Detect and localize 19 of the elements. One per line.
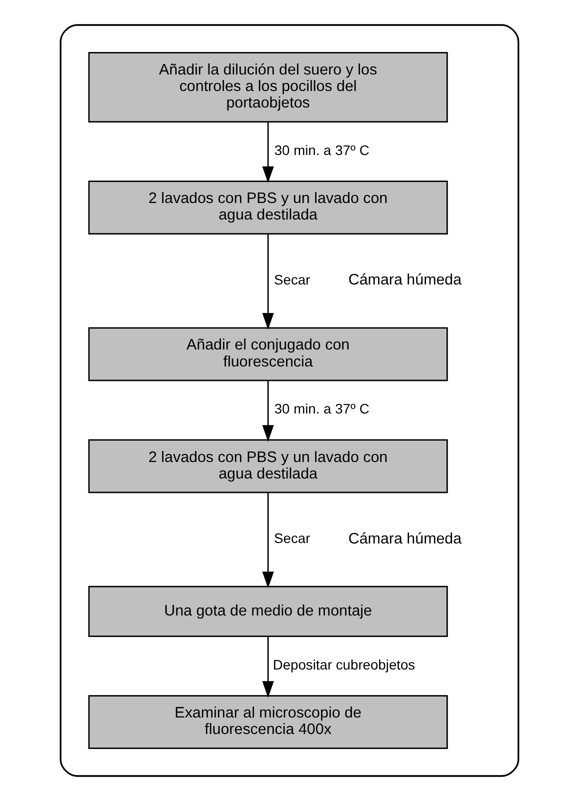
arrow — [262, 380, 274, 442]
node-box: 2 lavados con PBS y un lavado con agua destilada — [88, 180, 448, 235]
node-box: Añadir el conjugado con fluorescencia — [88, 327, 448, 382]
node-box: Añadir la dilución del suero y los controles a los pocillos del portaobjetos — [88, 52, 448, 122]
arrow — [262, 122, 274, 184]
cluster — [60, 24, 520, 777]
label: Cámara húmeda — [348, 530, 462, 548]
edge-label: 30 min. a 37º C — [274, 142, 370, 158]
arrow — [262, 493, 274, 588]
edge-label: Secar — [274, 271, 310, 288]
edge-label: Secar — [274, 530, 310, 546]
edge-label: Depositar cubreobjetos — [272, 656, 416, 673]
node-box: Examinar al microscopio de fluorescencia 400x — [88, 695, 448, 750]
arrow — [262, 234, 274, 330]
arrow — [262, 636, 274, 698]
edge-label: 30 min. a 37º C — [274, 400, 370, 417]
label: Cámara húmeda — [348, 272, 462, 289]
node-box: 2 lavados con PBS y un lavado con agua destilada — [88, 439, 448, 494]
node-box: Una gota de medio de montaje — [88, 586, 448, 638]
